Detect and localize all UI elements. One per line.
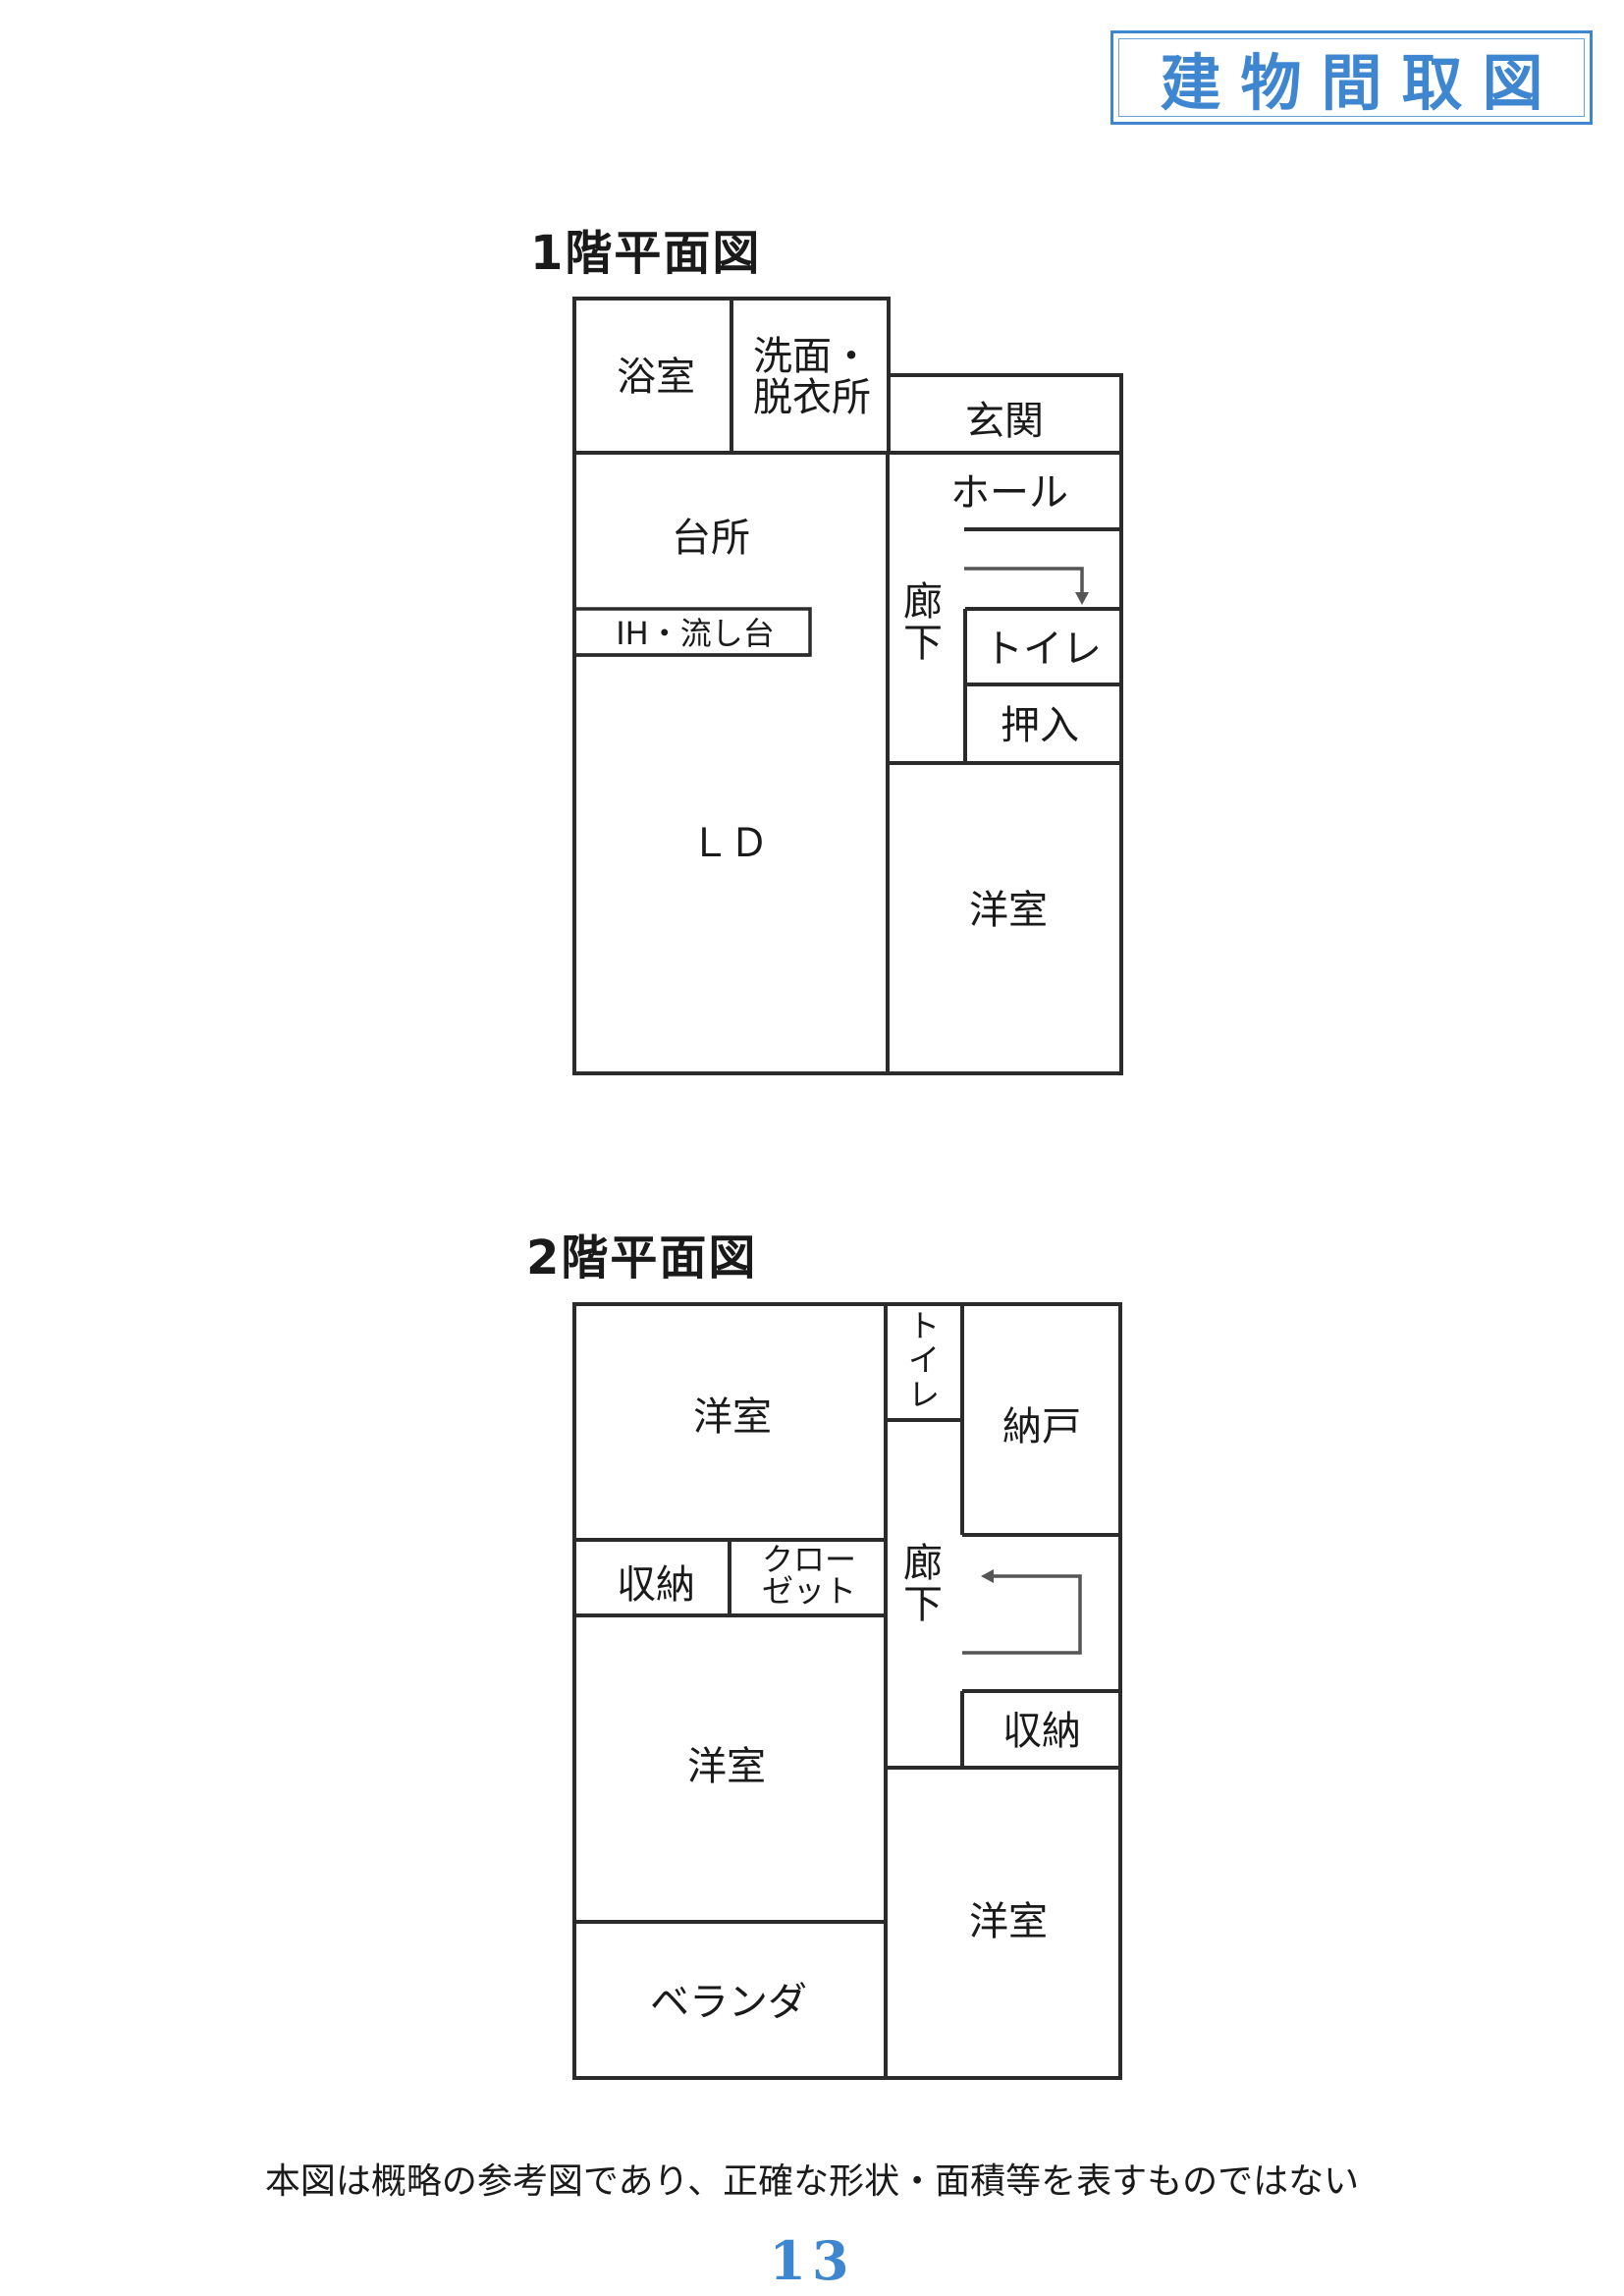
room-closet-line1: クロー (762, 1541, 856, 1578)
room-western-top: 洋室 (693, 1394, 772, 1440)
room-storage-right: 収納 (1002, 1709, 1081, 1754)
room-storage-left: 収納 (617, 1562, 695, 1608)
stair-arrow-floor1 (964, 567, 1084, 596)
room-washroom-line2: 脱衣所 (753, 375, 871, 420)
floor1-heading: 1階平面図 (530, 226, 762, 281)
room-western-floor1: 洋室 (969, 888, 1048, 933)
stair-arrow-floor2 (962, 1574, 1082, 1655)
stair-arrow-head-floor1 (1075, 592, 1089, 605)
room-toilet-v2: イ (908, 1341, 940, 1379)
floor2-walls (572, 1302, 1122, 2080)
room-washroom-line1: 洗面・ (753, 334, 871, 379)
room-hall: ホール (950, 470, 1068, 516)
room-closet-line2: ゼット (762, 1572, 856, 1610)
room-storeroom: 納戸 (1002, 1404, 1081, 1449)
title-box: 建物間取図 (1110, 30, 1593, 125)
room-western-mid: 洋室 (687, 1744, 766, 1789)
floor1-walls (572, 297, 1123, 1075)
room-corridor-line2: 下 (903, 621, 943, 666)
room-kitchen: 台所 (672, 516, 750, 561)
disclaimer-text: 本図は概略の参考図であり、正確な形状・面積等を表すものではない (264, 2161, 1360, 2202)
room-toilet-v1: ト (908, 1307, 940, 1344)
document-title: 建物間取図 (1160, 47, 1563, 119)
room-toilet: トイレ (984, 627, 1102, 672)
floor1-outline (572, 297, 1123, 1075)
room-ld: ＬＤ (690, 821, 769, 866)
room-corridor-line1: 廊 (903, 579, 943, 625)
room-western-right: 洋室 (969, 1899, 1048, 1944)
room-corridor2-line1: 廊 (903, 1541, 943, 1586)
stair-arrow-head-floor2 (981, 1569, 994, 1583)
room-entrance: 玄関 (965, 399, 1044, 444)
room-veranda: ベランダ (650, 1980, 807, 2025)
room-sink: IH・流し台 (616, 615, 775, 652)
room-bath: 浴室 (617, 355, 695, 400)
page-number: 13 (769, 2229, 855, 2292)
floor2-heading: 2階平面図 (526, 1230, 758, 1285)
room-corridor2-line2: 下 (903, 1582, 943, 1627)
room-toilet-v3: レ (908, 1376, 940, 1413)
room-closet: 押入 (1001, 703, 1079, 748)
